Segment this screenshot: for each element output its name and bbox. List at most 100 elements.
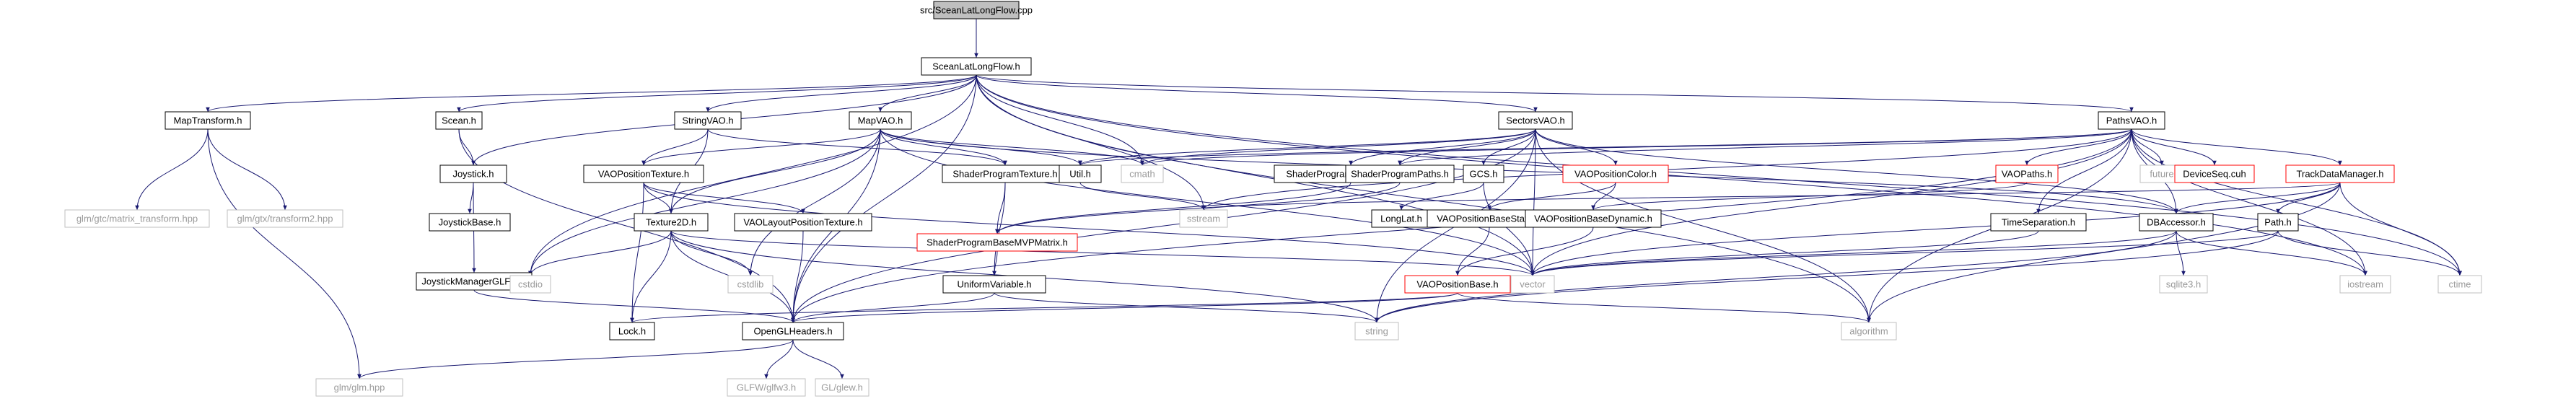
edge-sppositioncolor-to-spbasemvp [995,182,1351,234]
node-sstream: sstream [1179,209,1228,228]
edge-vaopostex-to-vaolayout [643,182,805,214]
edge-vaoposbasestatic-to-vaoposbase [1455,227,1490,276]
node-label-algorithm: algorithm [1849,326,1888,337]
node-root[interactable]: src/SceanLatLongFlow.cpp [920,1,1033,19]
node-box-vector [1510,275,1555,294]
node-sptexture[interactable]: ShaderProgramTexture.h [942,164,1069,183]
node-box-vaoposcolor [1562,164,1669,183]
node-deviceseq[interactable]: DeviceSeq.cuh [2174,164,2255,183]
node-trackdata[interactable]: TrackDataManager.h [2285,164,2395,183]
node-box-joystick [439,164,507,183]
node-vaolayout[interactable]: VAOLayoutPositionTexture.h [734,213,872,232]
edge-pathsvao-to-util [1078,128,2132,166]
edge-stringvao-to-sptexture [707,128,1007,166]
node-maptransform[interactable]: MapTransform.h [165,111,251,130]
node-stringvao[interactable]: StringVAO.h [674,111,742,130]
edge-pathsvao-to-sppaths [1398,128,2132,166]
node-box-sectorsvao [1498,111,1573,130]
node-cstdlib: cstdlib [727,275,774,294]
node-box-sstream [1179,209,1228,228]
node-box-main_h [921,57,1032,76]
edge-gcs-to-latlong [1399,182,1484,211]
node-vector: vector [1510,275,1555,294]
node-scean[interactable]: Scean.h [435,111,483,130]
node-glm_glm: glm/glm.hpp [315,378,403,397]
edge-texture2d-to-lock [630,230,672,323]
node-spbasemvp[interactable]: ShaderProgramBaseMVPMatrix.h [916,233,1078,252]
node-label-openglheaders: OpenGLHeaders.h [753,326,832,337]
edge-sectorsvao-to-dbaccessor [1535,128,2178,214]
edge-pathsvao-to-trackdata [2131,128,2342,166]
edge-path-to-string [1375,230,2279,323]
node-label-sppaths: ShaderProgramPaths.h [1351,169,1449,180]
edge-texture2d-to-vector [670,230,1535,276]
node-dbaccessor[interactable]: DBAccessor.h [2139,213,2214,232]
node-glm_t2: glm/gtx/transform2.hpp [227,209,343,228]
node-label-cstdlib: cstdlib [737,279,764,290]
node-box-path [2257,213,2299,232]
node-vaopostex[interactable]: VAOPositionTexture.h [583,164,704,183]
edge-mapvao-to-vaopostex [641,128,881,166]
edge-dbaccessor-to-sqlite3 [2176,230,2186,276]
node-label-root: src/SceanLatLongFlow.cpp [920,5,1033,16]
node-label-future: future [2150,169,2173,180]
node-main_h[interactable]: SceanLatLongFlow.h [921,57,1032,76]
node-box-cstdio [509,275,551,294]
node-box-openglheaders [742,322,844,341]
edge-pathsvao-to-iostream [2131,128,2367,276]
node-latlong[interactable]: LongLat.h [1371,209,1432,228]
node-label-maptransform: MapTransform.h [174,115,242,126]
edge-uniformvar-to-openglheaders [791,292,995,323]
node-label-mapvao: MapVAO.h [858,115,903,126]
node-label-vaoposbase: VAOPositionBase.h [1416,279,1498,290]
node-joystick[interactable]: Joystick.h [439,164,507,183]
node-glfw3: GLFW/glfw3.h [727,378,806,397]
node-gcs[interactable]: GCS.h [1463,164,1504,183]
edge-timesep-to-vector [1530,230,2039,276]
node-label-uniformvar: UniformVariable.h [957,279,1031,290]
node-openglheaders[interactable]: OpenGLHeaders.h [742,322,844,341]
node-path[interactable]: Path.h [2257,213,2299,232]
edge-maptransform-to-glm_t2 [207,128,287,211]
node-sppaths[interactable]: ShaderProgramPaths.h [1345,164,1455,183]
node-sectorsvao[interactable]: SectorsVAO.h [1498,111,1573,130]
edge-vaoposcolor-to-vaoposbasedyn [1591,182,1616,211]
edge-sectorsvao-to-sppaths [1398,128,1536,166]
node-label-vaoposbasestatic: VAOPositionBaseStatic.h [1437,214,1542,224]
node-box-vaopostex [583,164,704,183]
edge-main_h-to-pathsvao [976,74,2134,113]
node-vaoposcolor[interactable]: VAOPositionColor.h [1562,164,1669,183]
edge-texture2d-to-cstdio [528,230,672,276]
node-util[interactable]: Util.h [1059,164,1102,183]
edge-pathsvao-to-vaopaths [2025,128,2132,166]
node-pathsvao[interactable]: PathsVAO.h [2098,111,2165,130]
node-label-ctime: ctime [2448,279,2471,290]
edge-openglheaders-to-glew [792,339,844,379]
node-box-lock [609,322,655,341]
node-label-glm_t2: glm/gtx/transform2.hpp [237,214,333,224]
edge-pathsvao-to-vector [1530,128,2132,276]
edge-sptexture-to-uniformvar [992,182,1006,276]
node-timesep[interactable]: TimeSeparation.h [1990,213,2087,232]
node-box-iostream [2339,275,2391,294]
node-box-vaopaths [1995,164,2059,183]
edge-dbaccessor-to-iostream [2176,230,2367,276]
node-vaopaths[interactable]: VAOPaths.h [1995,164,2059,183]
node-uniformvar[interactable]: UniformVariable.h [942,275,1046,294]
node-box-joystickbase [429,213,511,232]
node-lock[interactable]: Lock.h [609,322,655,341]
node-vaoposbase[interactable]: VAOPositionBase.h [1404,275,1511,294]
node-texture2d[interactable]: Texture2D.h [634,213,709,232]
node-label-timesep: TimeSeparation.h [2002,217,2075,228]
node-vaoposbasedyn[interactable]: VAOPositionBaseDynamic.h [1525,209,1662,228]
edge-uniformvar-to-string [994,292,1379,323]
node-box-deviceseq [2174,164,2255,183]
edge-sectorsvao-to-vector [1530,128,1536,276]
node-mapvao[interactable]: MapVAO.h [849,111,912,130]
node-joystickbase[interactable]: JoystickBase.h [429,213,511,232]
node-label-latlong: LongLat.h [1380,214,1422,224]
edge-pathsvao-to-deviceseq [2131,128,2217,166]
node-box-gcs [1463,164,1504,183]
node-box-vaoposbasedyn [1525,209,1662,228]
